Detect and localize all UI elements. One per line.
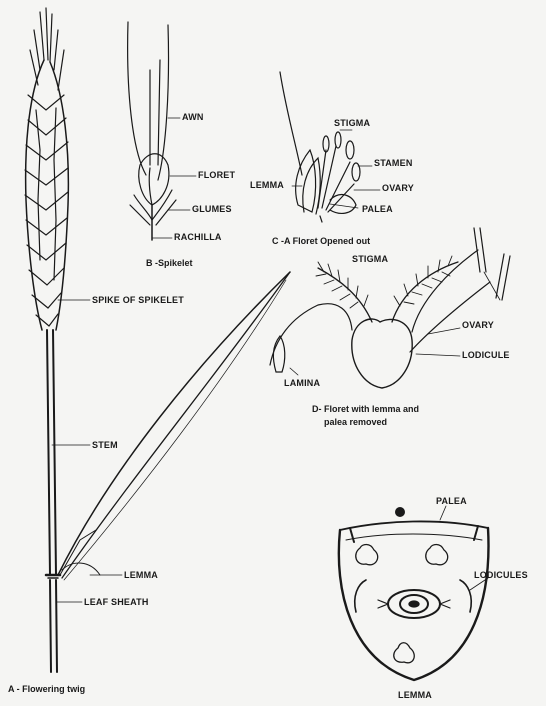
label-stigma-d: STIGMA — [352, 254, 388, 264]
label-stigma-c: STIGMA — [334, 118, 370, 128]
label-ovary-d: OVARY — [462, 320, 494, 330]
label-lemma-e: LEMMA — [398, 690, 432, 700]
caption-spikelet: B -Spikelet — [146, 258, 193, 268]
label-spike-of-spikelet: SPIKE OF SPIKELET — [92, 295, 184, 305]
label-stem: STEM — [92, 440, 118, 450]
floral-diagram-drawing — [339, 506, 489, 680]
caption-flowering-twig: A - Flowering twig — [8, 684, 85, 694]
opened-floret-drawing — [280, 72, 380, 222]
label-lemma-c: LEMMA — [250, 180, 284, 190]
label-rachilla: RACHILLA — [174, 232, 222, 242]
caption-floret-opened: C -A Floret Opened out — [272, 236, 370, 246]
label-palea-e: PALEA — [436, 496, 467, 506]
label-lodicule: LODICULE — [462, 350, 510, 360]
label-palea-c: PALEA — [362, 204, 393, 214]
label-lamina: LAMINA — [284, 378, 320, 388]
caption-floret-removed-line2: palea removed — [324, 417, 387, 427]
label-stamen: STAMEN — [374, 158, 413, 168]
label-ovary-c: OVARY — [382, 183, 414, 193]
label-lemma-a: LEMMA — [124, 570, 158, 580]
label-awn: AWN — [182, 112, 204, 122]
label-leaf-sheath: LEAF SHEATH — [84, 597, 149, 607]
label-lodicules: LODICULES — [474, 570, 528, 580]
axis-dot — [395, 507, 405, 517]
spikelet-drawing — [128, 22, 196, 240]
label-glumes: GLUMES — [192, 204, 232, 214]
floret-removed-drawing — [270, 228, 510, 388]
label-floret-b: FLORET — [198, 170, 235, 180]
caption-floret-removed-line1: D- Floret with lemma and — [312, 404, 419, 414]
